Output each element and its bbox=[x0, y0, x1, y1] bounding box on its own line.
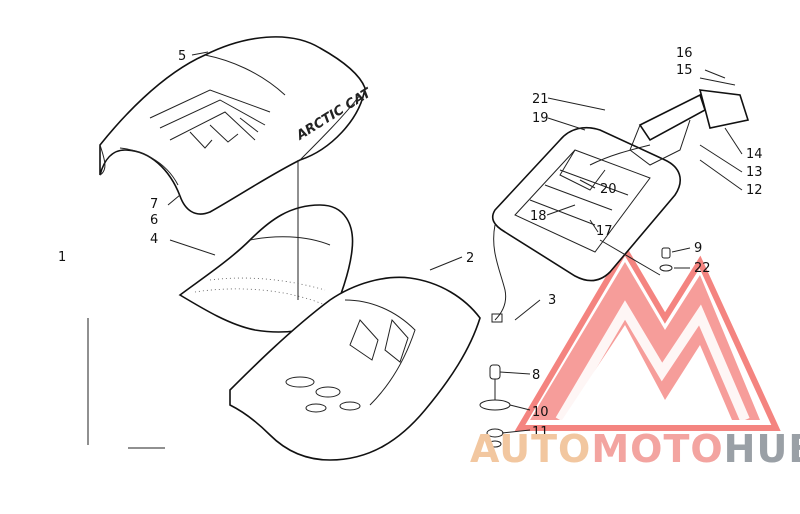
callout-3: 3 bbox=[548, 293, 556, 308]
leader-lines bbox=[87, 51, 743, 449]
callout-4: 4 bbox=[150, 232, 158, 247]
seat-base bbox=[229, 276, 481, 461]
svg-text:AUTOMOTOHUB: AUTOMOTOHUB bbox=[470, 427, 800, 471]
callout-20: 20 bbox=[600, 182, 617, 197]
callout-1: 1 bbox=[58, 250, 66, 265]
watermark-logo-mark bbox=[514, 244, 781, 431]
callout-16: 16 bbox=[676, 46, 693, 61]
callout-2: 2 bbox=[466, 251, 474, 266]
callout-21: 21 bbox=[532, 92, 549, 107]
callout-14: 14 bbox=[746, 147, 763, 162]
callout-numbers: 1 2 3 4 5 6 7 8 9 10 11 12 13 14 15 16 1… bbox=[58, 46, 763, 440]
callout-12: 12 bbox=[746, 183, 763, 198]
watermark-auto: AUTO bbox=[470, 427, 591, 471]
callout-22: 22 bbox=[694, 261, 711, 276]
callout-13: 13 bbox=[746, 165, 763, 180]
callout-10: 10 bbox=[532, 405, 549, 420]
seat-foam bbox=[178, 204, 354, 333]
tail-light-assembly bbox=[629, 77, 750, 166]
watermark-hub: HUB bbox=[724, 427, 800, 471]
watermark-text: AUTOMOTOHUB bbox=[470, 427, 800, 471]
callout-11: 11 bbox=[532, 425, 549, 440]
callout-17: 17 bbox=[596, 224, 613, 239]
watermark-moto: MOTO bbox=[591, 427, 723, 471]
seat-cover: ARCTIC CAT bbox=[99, 36, 375, 215]
callout-9: 9 bbox=[694, 241, 702, 256]
rear-rack bbox=[491, 126, 681, 282]
callout-18: 18 bbox=[530, 209, 547, 224]
callout-5: 5 bbox=[178, 49, 186, 64]
wiring-harness bbox=[491, 144, 651, 323]
callout-15: 15 bbox=[676, 63, 693, 78]
callout-19: 19 bbox=[532, 111, 549, 126]
callout-8: 8 bbox=[532, 368, 540, 383]
small-fasteners-9-22 bbox=[659, 247, 673, 272]
callout-7: 7 bbox=[150, 197, 158, 212]
callout-6: 6 bbox=[150, 213, 158, 228]
